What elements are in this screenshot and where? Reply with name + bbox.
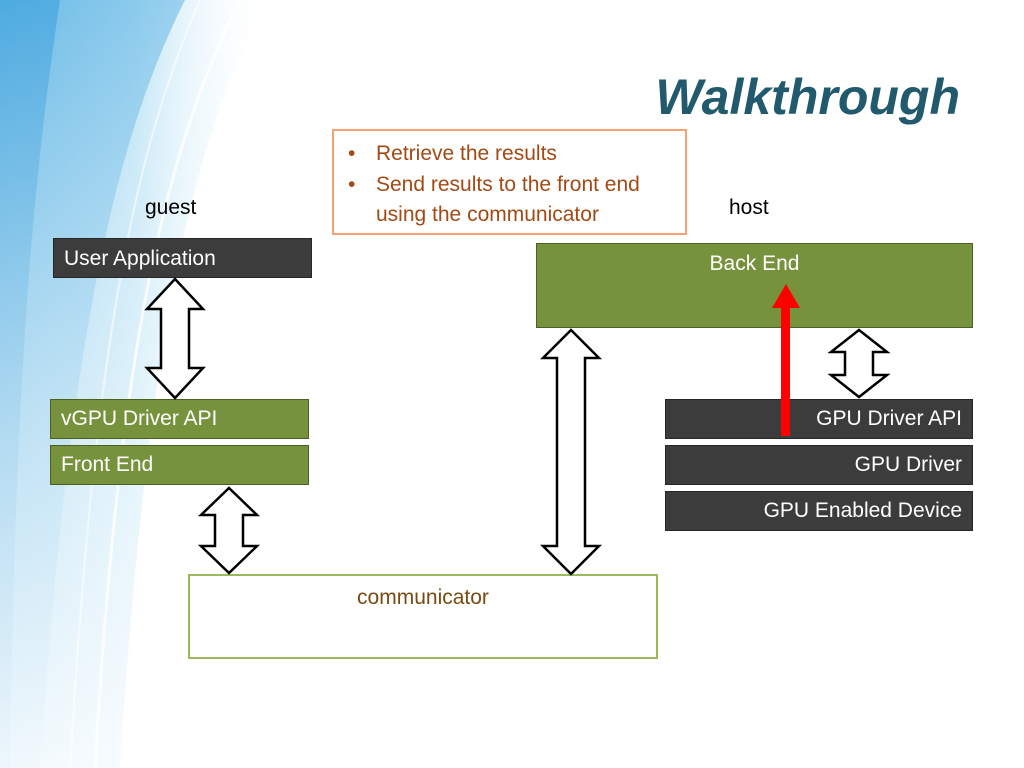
- double-arrow-user-app-vgpu: [144, 277, 206, 400]
- double-arrow-front-end-communicator: [197, 486, 261, 575]
- user-application-label: User Application: [64, 247, 216, 270]
- gpu-driver-api-box: GPU Driver API: [665, 399, 973, 439]
- callout-list: Retrieve the results Send results to the…: [342, 139, 675, 231]
- front-end-box: Front End: [50, 445, 309, 485]
- red-arrow-head: [772, 284, 800, 308]
- vgpu-driver-api-box: vGPU Driver API: [50, 399, 309, 439]
- gpu-driver-label: GPU Driver: [854, 453, 962, 476]
- callout-item: Retrieve the results: [342, 139, 675, 170]
- gpu-driver-api-label: GPU Driver API: [816, 407, 962, 430]
- gpu-enabled-device-box: GPU Enabled Device: [665, 491, 973, 531]
- gpu-enabled-device-label: GPU Enabled Device: [763, 499, 962, 522]
- back-end-label: Back End: [709, 252, 800, 275]
- guest-label: guest: [145, 196, 197, 219]
- red-arrow-shaft: [781, 305, 790, 436]
- vgpu-driver-api-label: vGPU Driver API: [61, 407, 218, 430]
- user-application-box: User Application: [53, 238, 312, 278]
- front-end-label: Front End: [61, 453, 154, 476]
- back-end-box: Back End: [536, 243, 973, 328]
- host-label: host: [729, 196, 769, 219]
- slide-title: Walkthrough: [655, 69, 960, 125]
- callout-item: Send results to the front end using the …: [342, 170, 675, 231]
- communicator-label: communicator: [357, 586, 489, 609]
- gpu-driver-box: GPU Driver: [665, 445, 973, 485]
- double-arrow-back-end-communicator: [539, 328, 603, 576]
- communicator-box: communicator: [188, 574, 658, 659]
- callout-box: Retrieve the results Send results to the…: [332, 129, 687, 235]
- double-arrow-back-end-gpu-driver-api: [827, 328, 891, 399]
